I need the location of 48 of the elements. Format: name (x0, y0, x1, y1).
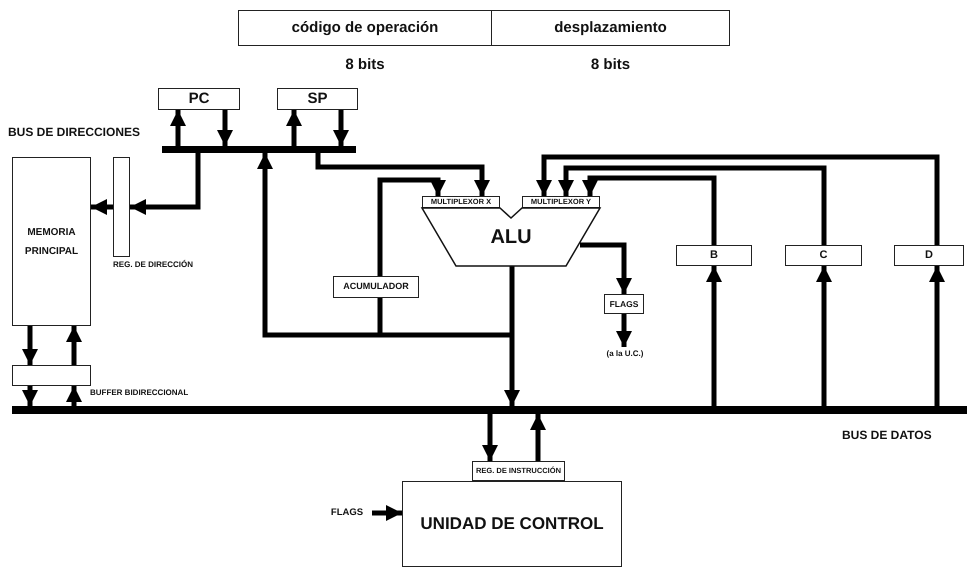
box-label: D (925, 248, 933, 264)
arrow (816, 266, 832, 406)
box-label: ACUMULADOR (343, 280, 409, 294)
arrow (91, 199, 113, 215)
arrow (482, 414, 498, 461)
caption-text: REG. DE DIRECCIÓN (113, 260, 194, 269)
box-label: SP (307, 88, 328, 109)
arrow (580, 242, 632, 294)
arrow (616, 314, 632, 347)
arrow (333, 110, 349, 146)
box-label: ALU (490, 225, 532, 250)
arrow (66, 326, 82, 365)
arrow (22, 386, 38, 406)
caption-text: BUFFER BIDIRECCIONAL (90, 388, 190, 397)
box-label: (a la U.C.) (606, 348, 644, 360)
register-box (12, 365, 91, 386)
box-label: FLAGS (330, 506, 364, 520)
caption-text: BUS DE DIRECCIONES (8, 125, 142, 139)
box-label: FLAGS (610, 298, 638, 311)
arrow (558, 166, 826, 245)
arrow (130, 153, 200, 215)
box-label: C (820, 248, 828, 264)
arrow (286, 110, 302, 146)
arrow (22, 326, 38, 365)
arrow (706, 266, 722, 406)
caption-text: 8 bits (344, 56, 386, 73)
alu-trapezoid (422, 208, 600, 266)
arrow (316, 153, 490, 196)
arrow (66, 386, 82, 406)
caption-text: 8 bits (590, 56, 632, 73)
box-label: código de operación (292, 18, 438, 38)
arrow (170, 110, 186, 146)
box-label: B (710, 248, 718, 264)
box-label: UNIDAD DE CONTROL (420, 512, 604, 535)
arrow (536, 154, 940, 245)
box-label: desplazamiento (554, 18, 667, 38)
arrow (929, 266, 945, 406)
arrow (217, 110, 233, 146)
box-label: PC (188, 88, 210, 109)
bus-bar (162, 146, 356, 153)
arrow (530, 414, 546, 461)
caption-text: BUS DE DATOS (842, 428, 933, 442)
box-label: MEMORIA PRINCIPAL (24, 226, 80, 258)
bus-bar (12, 406, 967, 414)
arrow (372, 505, 402, 521)
arrow (582, 176, 716, 245)
register-box (113, 157, 130, 257)
arrow (378, 178, 446, 276)
